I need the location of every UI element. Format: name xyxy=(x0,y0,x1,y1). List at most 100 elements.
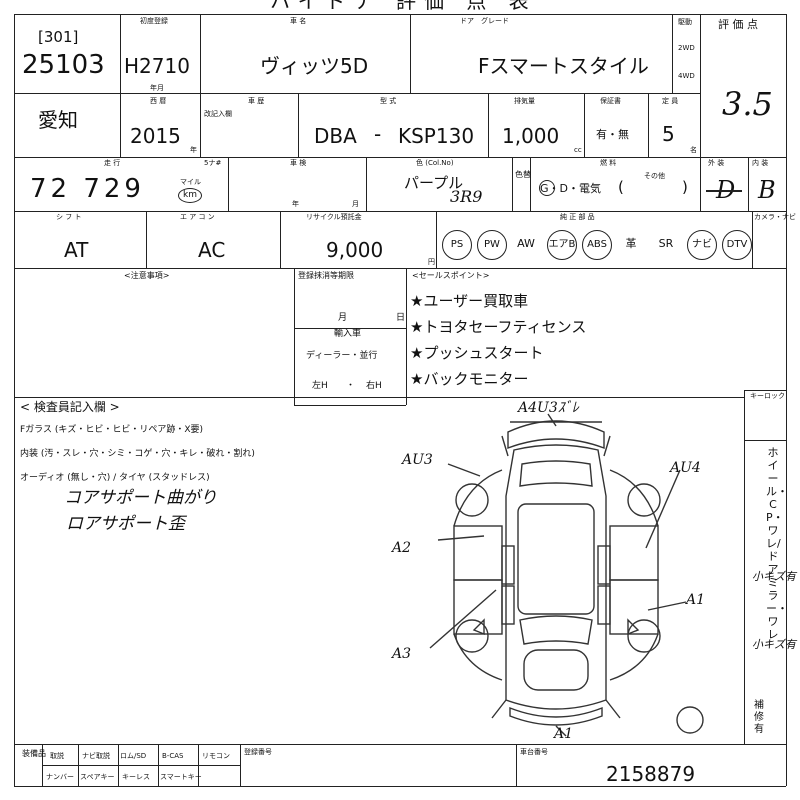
first-reg-value: H2710 xyxy=(124,54,190,78)
year-value: 2015 xyxy=(130,124,181,148)
fuel-paren-open: ( xyxy=(618,178,624,196)
shift-value: AT xyxy=(64,238,89,262)
year-label: 西 暦 xyxy=(150,97,167,105)
equipment-2: AW xyxy=(517,237,535,250)
acc-plate: ナンバー xyxy=(46,773,74,781)
aircon-label: エ ア コ ン xyxy=(180,213,215,221)
fuel-options: G・D・電気 xyxy=(540,182,601,195)
displacement-unit: cc xyxy=(574,146,582,154)
first-reg-label: 初度登録 xyxy=(140,17,168,25)
acc-bcas: B-CAS xyxy=(162,752,184,760)
inspector-label: < 検査員記入欄 > xyxy=(20,400,120,414)
inspector-interior-line: 内装 (汚・スレ・穴・シミ・コゲ・穴・キレ・破れ・割れ) xyxy=(20,449,255,459)
accessory-label: 装備品 xyxy=(22,749,46,758)
exterior-mark xyxy=(706,190,742,192)
hand-right: 右H xyxy=(366,381,382,391)
first-reg-sub-label: 年月 xyxy=(150,84,164,92)
equipment-7: ナビ xyxy=(687,230,717,260)
sales-point-4: ★バックモニター xyxy=(410,370,529,388)
lot-number: 25103 xyxy=(22,50,105,80)
inspection-label: 車 検 xyxy=(290,159,307,167)
inspector-audio-line: オーディオ (無し・穴) / タイヤ (スタッドレス) xyxy=(20,473,210,483)
region-value: 愛知 xyxy=(38,108,78,132)
equipment-8: DTV xyxy=(722,230,752,260)
chassis-number: 2158879 xyxy=(606,762,696,786)
mileage-value: 72 729 xyxy=(30,174,145,204)
acc-rom-sd: ロム/SD xyxy=(120,752,147,760)
keyless-label: キーロック xyxy=(750,392,785,400)
warranty-value: 有・無 xyxy=(596,128,629,141)
side-strip-text: ホイール・CP・ワレ/ドアミラー・ワレ xyxy=(766,446,788,641)
equipment-1: PW xyxy=(477,230,507,260)
drive-2wd: 2WD xyxy=(678,44,695,52)
mileage-unit-alt: マイル xyxy=(180,178,201,186)
sheet-header-title: ハイドナ 評価 点 表 xyxy=(270,0,537,13)
history-label: 車 歴 xyxy=(248,97,265,105)
car-name-label: 車 名 xyxy=(290,17,307,25)
mileage-label: 走 行 xyxy=(104,159,121,167)
damage-label-rear-right: AU4 xyxy=(670,460,701,476)
car-damage-diagram xyxy=(429,413,704,737)
model-label: 型 式 xyxy=(380,97,397,105)
equipment-side-label: カメラ・ナビ xyxy=(754,213,796,221)
capacity-unit: 名 xyxy=(690,146,697,154)
acc-manual: 取説 xyxy=(50,752,64,760)
capacity-label: 定 員 xyxy=(662,97,679,105)
damage-label-front: A1 xyxy=(554,726,574,742)
chassis-label: 車台番号 xyxy=(520,748,548,756)
year-unit: 年 xyxy=(190,146,197,154)
interior-value: B xyxy=(758,176,776,204)
registration-label: 登録抹消等期限 xyxy=(298,271,354,280)
sales-points-label: <セールスポイント> xyxy=(412,271,490,280)
fuel-label: 燃 料 xyxy=(600,159,617,167)
lot-series: [301] xyxy=(38,28,79,46)
acc-keyless: キーレス xyxy=(122,773,150,781)
displacement-label: 排気量 xyxy=(514,97,535,105)
side-strip-note-1: 小キズ有 xyxy=(752,570,796,583)
shift-label: シ フ ト xyxy=(56,213,82,221)
displacement-value: 1,000 xyxy=(502,124,560,148)
warranty-label: 保証書 xyxy=(600,97,621,105)
fuel-gas-circle xyxy=(539,180,555,196)
color-value: パープル xyxy=(404,174,464,192)
score-label: 評 価 点 xyxy=(718,18,758,31)
aircon-value: AC xyxy=(198,238,226,262)
registration-month: 月 xyxy=(338,313,348,323)
notes-label: <注意事項> xyxy=(124,271,170,280)
capacity-value: 5 xyxy=(662,122,675,146)
sales-point-3: ★プッシュスタート xyxy=(410,344,544,362)
recycle-unit: 円 xyxy=(428,258,435,266)
reg-no-label: 登録番号 xyxy=(244,748,272,756)
side-strip-note-2: 小キズ有 xyxy=(752,638,796,651)
inspector-note-1: コアサポート曲がり xyxy=(64,488,217,508)
score-value: 3.5 xyxy=(722,85,773,123)
side-strip-note-3: 補修有 xyxy=(754,700,764,735)
fuel-other-label: その他 xyxy=(644,172,665,180)
damage-label-rear: A4U3ｽﾞﾚ xyxy=(518,400,579,416)
equipment-3: エアB xyxy=(547,230,577,260)
damage-label-rear-left: AU3 xyxy=(402,452,433,468)
acc-spare-key: スペアキー xyxy=(80,773,115,781)
damage-label-left-front: A3 xyxy=(392,646,412,662)
equipment-6: SR xyxy=(658,237,674,250)
drive-4wd: 4WD xyxy=(678,72,695,80)
sales-point-1: ★ユーザー買取車 xyxy=(410,292,529,310)
acc-nav-manual: ナビ取説 xyxy=(82,752,110,760)
damage-label-left-side: A2 xyxy=(392,540,412,556)
fuel-paren-close: ) xyxy=(682,178,688,196)
interior-label: 内 装 xyxy=(752,159,769,167)
history-sub: 改記入欄 xyxy=(204,110,232,118)
equipment-label: 純 正 部 品 xyxy=(560,213,595,221)
car-name-value: ヴィッツ5D xyxy=(260,54,369,78)
import-option: ディーラー・並行 xyxy=(306,351,378,361)
inspection-year-unit: 年 xyxy=(292,200,299,208)
color-code: 3R9 xyxy=(450,187,483,206)
sales-point-2: ★トヨタセーフティセンス xyxy=(410,318,587,336)
equipment-0: PS xyxy=(442,230,472,260)
equipment-5: 革 xyxy=(625,237,637,250)
registration-day: 日 xyxy=(396,313,406,323)
drive-label: 駆動 xyxy=(678,18,692,26)
recycle-value: 9,000 xyxy=(326,238,384,262)
color-label: 色 (Col.No) xyxy=(416,159,454,167)
hand-left: 左H xyxy=(312,381,328,391)
